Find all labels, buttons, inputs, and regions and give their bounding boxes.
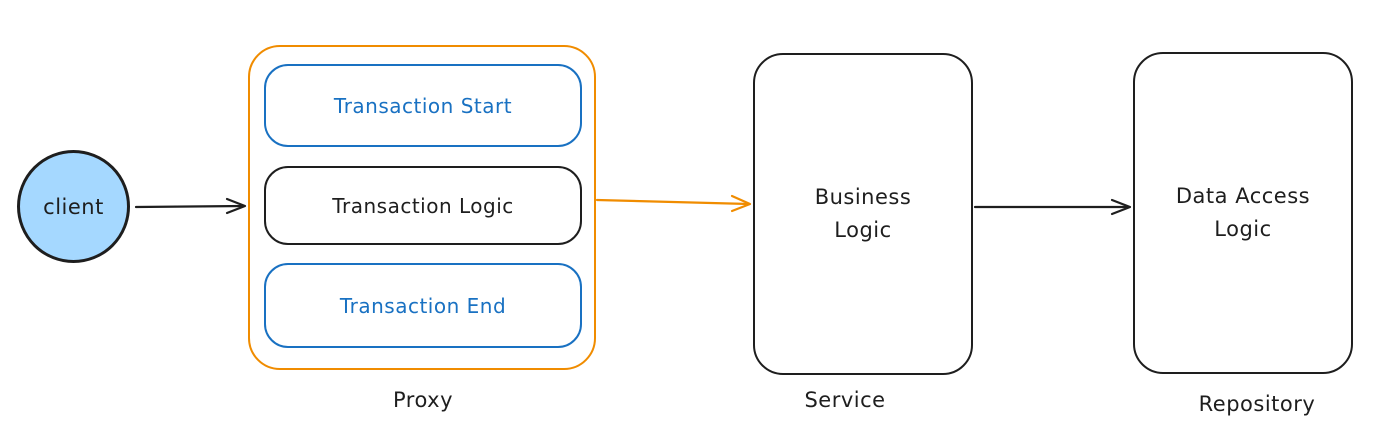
- service-content-line1: Business: [814, 185, 912, 209]
- repository-content-line2: Logic: [1214, 217, 1272, 241]
- service-node: Business Logic: [753, 53, 973, 375]
- service-content-line2: Logic: [834, 218, 892, 242]
- repository-content-line1: Data Access: [1175, 184, 1311, 208]
- repository-label: Repository: [1198, 392, 1316, 416]
- arrow-proxy-to-service-icon: [595, 194, 752, 213]
- step-transaction-end: Transaction End: [264, 263, 582, 348]
- arrow-client-to-proxy-icon: [134, 197, 247, 215]
- step-transaction-end-label: Transaction End: [339, 293, 507, 318]
- client-label: client: [43, 194, 104, 219]
- proxy-group-box: Transaction Start Transaction Logic Tran…: [248, 45, 596, 370]
- step-transaction-logic: Transaction Logic: [264, 166, 582, 245]
- step-transaction-logic-label: Transaction Logic: [332, 193, 514, 218]
- step-transaction-start: Transaction Start: [264, 64, 582, 147]
- repository-node: Data Access Logic: [1133, 52, 1353, 374]
- arrow-service-to-repository-icon: [973, 198, 1132, 216]
- proxy-label: Proxy: [392, 388, 454, 412]
- step-transaction-start-label: Transaction Start: [333, 93, 513, 118]
- client-node: client: [17, 150, 130, 263]
- service-label: Service: [804, 388, 886, 412]
